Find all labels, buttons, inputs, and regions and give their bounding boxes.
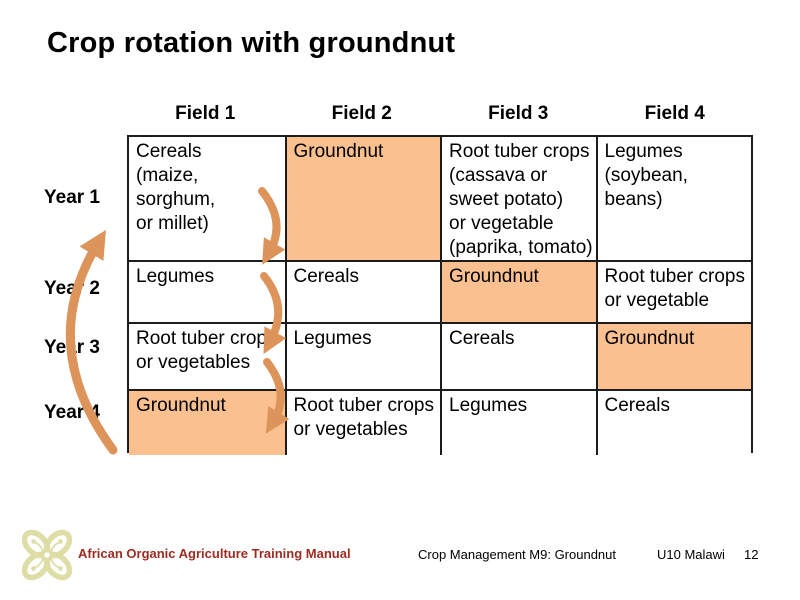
module-title-text: Crop Management M9: Groundnut bbox=[418, 547, 616, 562]
manual-brand-text: African Organic Agriculture Training Man… bbox=[78, 546, 351, 561]
cell-year4-field4: Cereals bbox=[595, 389, 751, 455]
cell-year1-field2: Groundnut bbox=[284, 137, 440, 260]
cell-year2-field3: Groundnut bbox=[440, 260, 596, 322]
field-2-header: Field 2 bbox=[331, 103, 392, 124]
field-1-header: Field 1 bbox=[175, 103, 236, 124]
field-header-row: Field 1 Field 2 Field 3 Field 4 bbox=[127, 103, 753, 125]
cell-year1-field3: Root tuber crops (cassava or sweet potat… bbox=[440, 137, 596, 260]
cell-year2-field4: Root tuber crops or vegetable bbox=[595, 260, 751, 322]
four-petal-flower-logo-icon bbox=[22, 529, 72, 581]
page-title: Crop rotation with groundnut bbox=[47, 27, 456, 59]
cell-year4-field1: Groundnut bbox=[129, 389, 285, 455]
cell-year4-field2: Root tuber crops or vegetables bbox=[284, 389, 440, 455]
cell-year3-field2: Legumes bbox=[284, 322, 440, 389]
cell-year3-field4: Groundnut bbox=[595, 322, 751, 389]
cell-year2-field2: Cereals bbox=[284, 260, 440, 322]
field-3-header: Field 3 bbox=[488, 103, 549, 124]
year-1-label: Year 1 bbox=[44, 187, 100, 208]
cell-year2-field1: Legumes bbox=[129, 260, 285, 322]
field-4-header: Field 4 bbox=[644, 103, 705, 124]
cell-year4-field3: Legumes bbox=[440, 389, 596, 455]
cell-year3-field3: Cereals bbox=[440, 322, 596, 389]
crop-rotation-table: Cereals (maize, sorghum, or millet) Grou… bbox=[127, 135, 753, 455]
cell-year1-field4: Legumes (soybean, beans) bbox=[595, 137, 751, 260]
page-number: 12 bbox=[744, 547, 759, 562]
unit-text: U10 Malawi bbox=[657, 547, 725, 562]
